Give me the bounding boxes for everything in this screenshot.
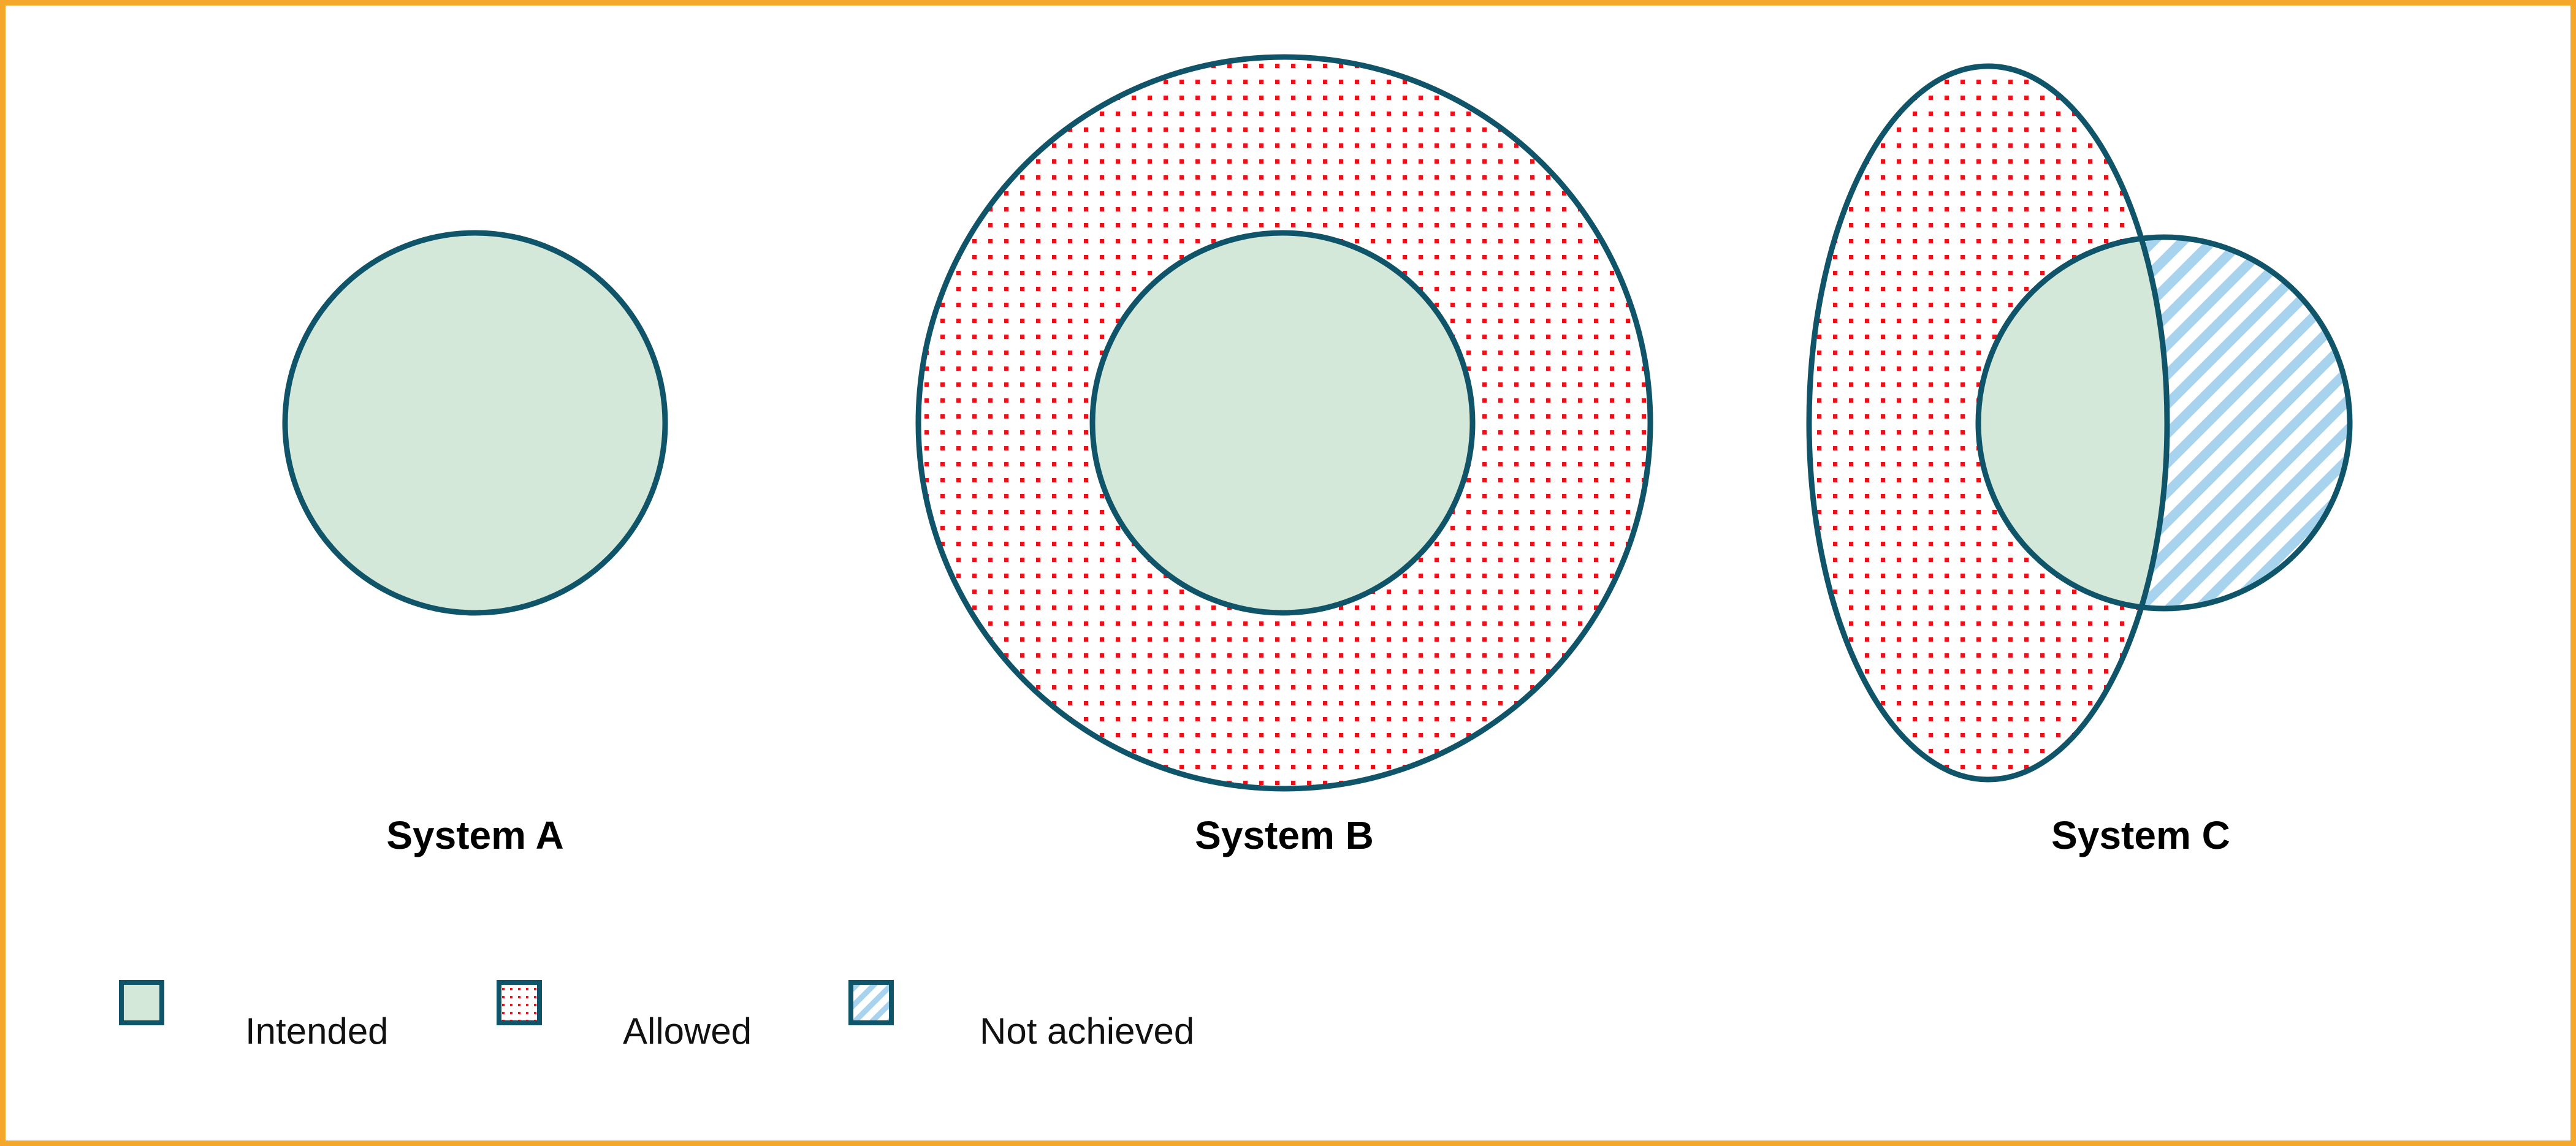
system-c-group: System C bbox=[1806, 63, 2353, 857]
system-c-intended-outline bbox=[1975, 234, 2353, 612]
legend-label-intended: Intended bbox=[245, 1011, 389, 1052]
system-c-label: System C bbox=[2051, 813, 2230, 857]
system-c-allowed-outline bbox=[1806, 63, 2170, 783]
system-c-intended-region bbox=[1978, 237, 2167, 609]
legend-item-not-achieved[interactable]: Not achieved bbox=[848, 980, 1194, 1052]
legend-swatch-allowed bbox=[497, 980, 542, 1025]
system-a-intended-circle bbox=[282, 230, 668, 616]
legend-item-intended[interactable]: Intended bbox=[119, 980, 389, 1052]
legend-label-not-achieved: Not achieved bbox=[980, 1011, 1194, 1052]
legend-swatch-not-achieved bbox=[848, 980, 894, 1025]
legend-swatch-intended bbox=[119, 980, 164, 1025]
legend-label-allowed: Allowed bbox=[623, 1011, 752, 1052]
system-b-intended-circle bbox=[1089, 230, 1476, 616]
legend: Intended Allowed Not achieved bbox=[119, 980, 1194, 1052]
system-b-group: System B bbox=[915, 54, 1653, 857]
system-a-group: System A bbox=[282, 230, 668, 857]
legend-item-allowed[interactable]: Allowed bbox=[497, 980, 752, 1052]
system-b-label: System B bbox=[1195, 813, 1374, 857]
system-a-label: System A bbox=[386, 813, 563, 857]
